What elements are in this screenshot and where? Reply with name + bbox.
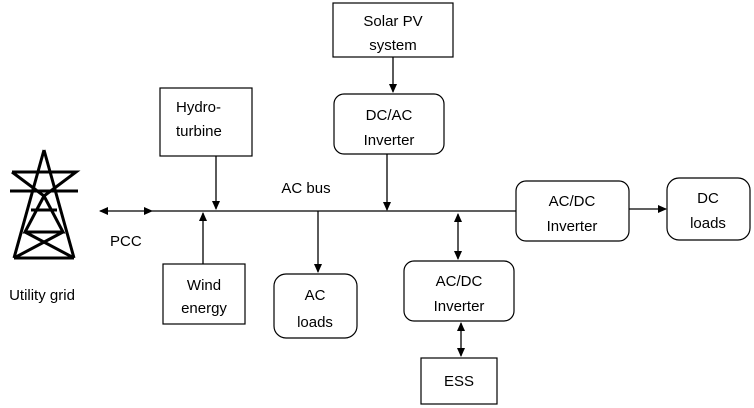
dc-loads-box (666, 177, 751, 241)
transmission-tower-icon (10, 149, 81, 260)
dc-acdc-inverter-label-line1: AC/DC (549, 193, 596, 210)
wind-energy-label-line2: energy (181, 300, 227, 317)
dc-loads-label-line1: DC (697, 190, 719, 207)
wind-energy-label-line1: Wind (187, 277, 221, 294)
dcac-inverter-label-line2: Inverter (364, 132, 415, 149)
ess-box (420, 357, 498, 405)
ac-bus-label: AC bus (281, 180, 330, 197)
dc-loads-label-line2: loads (690, 215, 726, 232)
dcac-inverter-label-line1: DC/AC (366, 107, 413, 124)
solar-pv-box (332, 2, 454, 58)
ac-loads-label-line2: loads (297, 314, 333, 331)
wind-energy-box (162, 263, 246, 325)
hydro-turbine-box (159, 87, 253, 157)
ess-acdc-inverter-label-line1: AC/DC (436, 273, 483, 290)
pcc-label: PCC (110, 233, 142, 250)
solar-pv-label-line1: Solar PV (363, 13, 422, 30)
ac-loads-label-line1: AC (305, 287, 326, 304)
ess-acdc-inverter-label-line2: Inverter (434, 298, 485, 315)
solar-pv-label-line2: system (369, 37, 417, 54)
dc-acdc-inverter-label-line2: Inverter (547, 218, 598, 235)
ess-acdc-inverter-box (403, 260, 515, 322)
dc-acdc-inverter-box (515, 180, 630, 242)
ac-loads-box (273, 273, 358, 339)
dcac-inverter-box (333, 93, 445, 155)
hydro-turbine-label-line1: Hydro- (176, 99, 221, 116)
hydro-turbine-label-line2: turbine (176, 123, 222, 140)
utility-grid-label: Utility grid (9, 287, 75, 304)
ess-label: ESS (444, 373, 474, 390)
